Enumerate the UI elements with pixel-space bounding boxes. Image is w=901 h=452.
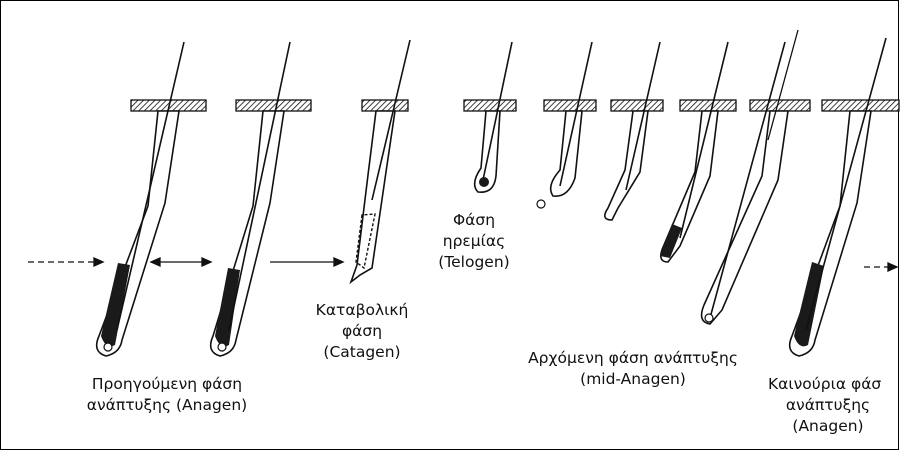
follicle-sheath [605,111,648,220]
hair-follicle-new-anagen [790,38,899,356]
skin-surface [680,100,736,111]
germ [537,200,545,208]
skin-surface [464,100,516,111]
papilla [218,343,226,351]
skin-surface [611,100,663,111]
hair-shaft [229,42,290,330]
hair-follicle-mid-anagen [702,30,810,324]
label-catagen: Καταβολική φάση (Catagen) [306,300,418,363]
club-hair [479,177,489,187]
label-mid-anagen: Αρχόμενη φάση ανάπτυξης (mid-Anagen) [514,348,752,390]
hair-follicle-catagen [351,40,410,282]
hair-follicle-telogen [464,42,516,192]
label-new-anagen: Καινούρια φάσ ανάπτυξης (Anagen) [768,374,901,437]
hair-shaft [117,42,184,330]
skin-surface [544,100,596,111]
hair-follicle-anagen-7 [660,42,736,262]
arrowhead [888,263,897,271]
hair-shaft [806,38,886,330]
label-previous-anagen: Προηγούμενη φάση ανάπτυξης (Anagen) [72,374,262,416]
label-telogen: Φάση ηρεμίας (Telogen) [426,210,522,273]
papilla [705,314,713,322]
hair-follicle-anagen-2 [211,42,311,356]
skin-surface [236,100,311,111]
papilla [104,343,112,351]
hair-follicle-early-anagen [537,42,596,208]
hair-shaft [680,42,728,238]
skin-surface [362,100,408,111]
hair-follicle-anagen-6 [605,42,663,220]
arrowhead [334,258,343,266]
skin-surface [822,100,899,111]
arrowhead [151,258,160,266]
hair-shaft [626,42,660,190]
hair-follicle-previous-anagen [97,42,206,356]
arrowhead [202,258,211,266]
follicle-sheath [551,111,582,196]
arrowhead [94,258,103,266]
skin-surface [750,100,810,111]
